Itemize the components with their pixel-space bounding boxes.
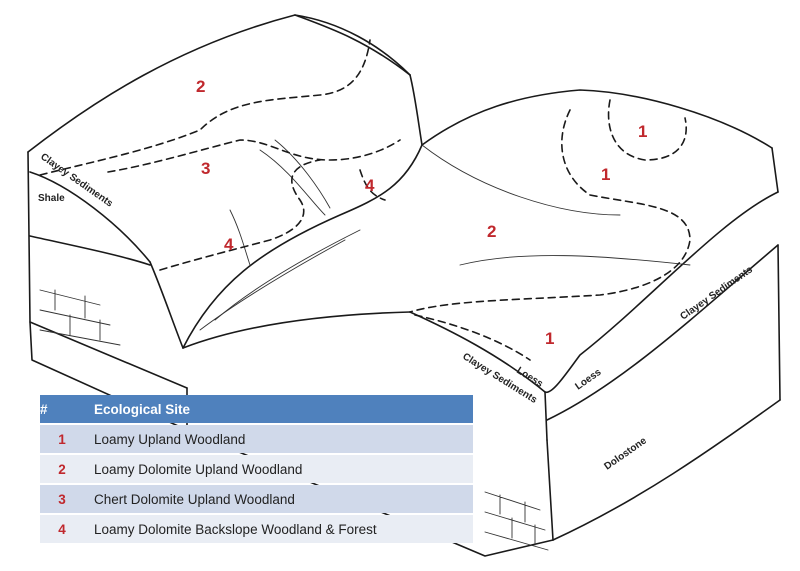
- ecological-site-legend: # Ecological Site 1 Loamy Upland Woodlan…: [40, 393, 473, 545]
- legend-row: 1 Loamy Upland Woodland: [40, 425, 473, 453]
- layer-label-loess: Loess: [573, 367, 603, 393]
- legend-row-num: 3: [40, 485, 84, 513]
- legend-row-num: 4: [40, 515, 84, 543]
- legend-row-site: Loamy Dolomite Upland Woodland: [84, 455, 473, 483]
- site-number-label: 1: [601, 165, 610, 184]
- site-number-label: 1: [545, 329, 554, 348]
- site-number-label: 2: [487, 222, 496, 241]
- brick-pattern-right: [484, 491, 549, 551]
- site-number-label: 2: [196, 77, 205, 96]
- site-boundaries: [39, 39, 691, 361]
- legend-row: 4 Loamy Dolomite Backslope Woodland & Fo…: [40, 515, 473, 543]
- site-number-label: 4: [224, 235, 234, 254]
- legend-row-site: Loamy Dolomite Backslope Woodland & Fore…: [84, 515, 473, 543]
- layer-label-dolostone: Dolostone: [602, 435, 649, 472]
- legend-header-row: # Ecological Site: [40, 395, 473, 423]
- legend-row: 2 Loamy Dolomite Upland Woodland: [40, 455, 473, 483]
- ravine-walls: [182, 139, 546, 393]
- site-number-label: 1: [638, 122, 647, 141]
- layer-label-shale: Shale: [38, 193, 65, 204]
- layer-label-clayey-sediments: Clayey Sediments: [678, 264, 755, 322]
- brick-pattern-left: [39, 289, 121, 346]
- site-number-label: 4: [365, 176, 375, 195]
- legend-header-num: #: [40, 395, 84, 423]
- legend-row: 3 Chert Dolomite Upland Woodland: [40, 485, 473, 513]
- legend-row-site: Loamy Upland Woodland: [84, 425, 473, 453]
- right-block-outline: [421, 89, 781, 541]
- legend-header-site: Ecological Site: [84, 395, 473, 423]
- left-block-outline: [27, 14, 423, 389]
- legend-row-num: 2: [40, 455, 84, 483]
- legend-row-num: 1: [40, 425, 84, 453]
- legend-row-site: Chert Dolomite Upland Woodland: [84, 485, 473, 513]
- site-number-label: 3: [201, 159, 210, 178]
